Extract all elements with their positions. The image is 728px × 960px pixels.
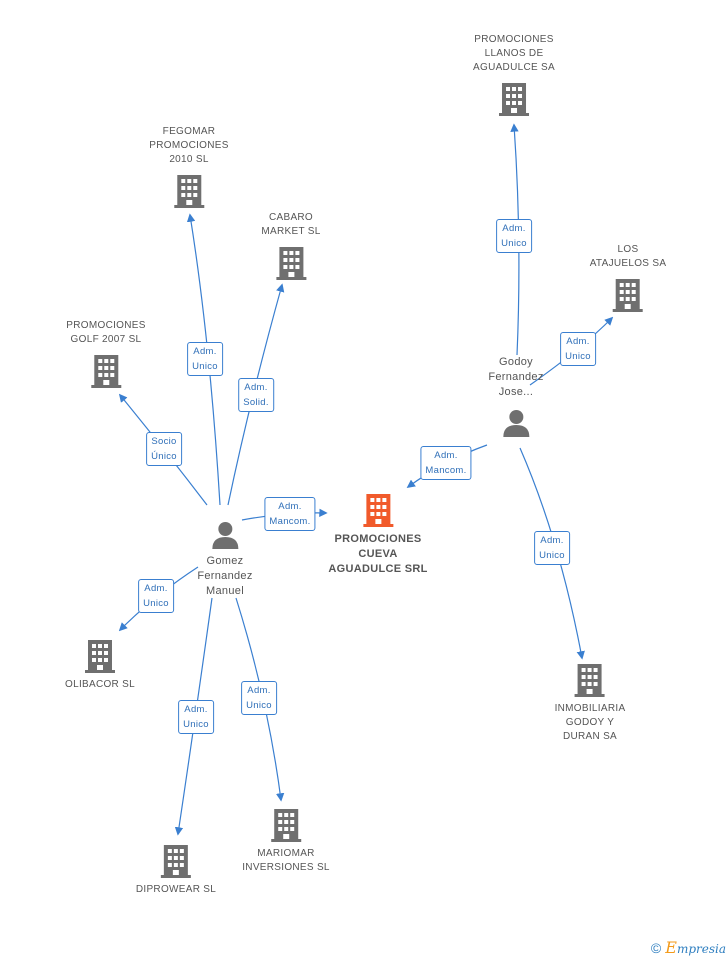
copyright-icon: © bbox=[650, 939, 662, 956]
node-label: OLIBACOR SL bbox=[65, 679, 135, 690]
relation-label[interactable]: Adm. Unico bbox=[178, 700, 214, 734]
node-company-llanos[interactable]: PROMOCIONES LLANOS DE AGUADULCE SA bbox=[473, 33, 555, 117]
relation-label[interactable]: Adm. Solid. bbox=[238, 378, 274, 412]
person-icon bbox=[211, 522, 238, 549]
node-label: DIPROWEAR SL bbox=[135, 884, 217, 895]
node-company-inmobiliaria[interactable]: INMOBILIARIA GODOY Y DURAN SA bbox=[555, 662, 626, 744]
footer-branding: © Empresia bbox=[651, 938, 726, 957]
building-icon bbox=[90, 355, 121, 388]
node-label: PROMOCIONES LLANOS DE AGUADULCE SA bbox=[473, 34, 555, 73]
relation-label[interactable]: Adm. Unico bbox=[560, 332, 596, 366]
building-icon bbox=[613, 279, 643, 312]
relation-label[interactable]: Adm. Unico bbox=[496, 219, 532, 253]
person-icon bbox=[502, 410, 529, 437]
building-icon bbox=[499, 83, 529, 116]
node-label: MARIOMAR INVERSIONES SL bbox=[242, 848, 330, 873]
node-person-godoy[interactable]: Godoy Fernandez Jose... bbox=[488, 355, 543, 438]
node-company-diprowear[interactable]: DIPROWEAR SL bbox=[136, 843, 216, 897]
node-company-fegomar[interactable]: FEGOMAR PROMOCIONES 2010 SL bbox=[149, 125, 228, 209]
node-company-atajuelos[interactable]: LOS ATAJUELOS SA bbox=[590, 243, 667, 313]
building-icon bbox=[161, 845, 191, 878]
node-company-olibacor[interactable]: OLIBACOR SL bbox=[65, 638, 135, 692]
building-icon bbox=[362, 494, 393, 527]
building-icon bbox=[275, 247, 306, 280]
brand-logo[interactable]: Empresia bbox=[665, 938, 726, 957]
building-icon bbox=[575, 664, 605, 697]
brand-initial: E bbox=[665, 938, 677, 957]
node-label: INMOBILIARIA GODOY Y DURAN SA bbox=[554, 703, 626, 742]
relation-label[interactable]: Socio Único bbox=[146, 432, 182, 466]
building-icon bbox=[271, 809, 301, 842]
relation-label[interactable]: Adm. Unico bbox=[534, 531, 570, 565]
node-company-cabaro[interactable]: CABARO MARKET SL bbox=[261, 211, 320, 281]
node-person-gomez[interactable]: Gomez Fernandez Manuel bbox=[197, 520, 252, 599]
node-label: PROMOCIONES GOLF 2007 SL bbox=[66, 320, 146, 345]
node-company-golf[interactable]: PROMOCIONES GOLF 2007 SL bbox=[66, 319, 145, 389]
node-company-mariomar[interactable]: MARIOMAR INVERSIONES SL bbox=[242, 807, 330, 875]
relation-label[interactable]: Adm. Unico bbox=[187, 342, 223, 376]
node-label: LOS ATAJUELOS SA bbox=[589, 244, 667, 269]
node-label: CABARO MARKET SL bbox=[261, 212, 321, 237]
node-label: Godoy Fernandez Jose... bbox=[488, 356, 544, 398]
brand-rest: mpresia bbox=[676, 942, 726, 956]
building-icon bbox=[85, 640, 115, 673]
relation-label[interactable]: Adm. Mancom. bbox=[420, 446, 472, 480]
node-label: PROMOCIONES CUEVA AGUADULCE SRL bbox=[328, 533, 428, 575]
relation-label[interactable]: Adm. Unico bbox=[241, 681, 277, 715]
node-label: FEGOMAR PROMOCIONES 2010 SL bbox=[149, 126, 229, 165]
node-main-company[interactable]: PROMOCIONES CUEVA AGUADULCE SRL bbox=[328, 492, 427, 577]
relation-label[interactable]: Adm. Mancom. bbox=[264, 497, 316, 531]
relation-label[interactable]: Adm. Unico bbox=[138, 579, 174, 613]
node-label: Gomez Fernandez Manuel bbox=[197, 555, 253, 597]
building-icon bbox=[173, 175, 204, 208]
